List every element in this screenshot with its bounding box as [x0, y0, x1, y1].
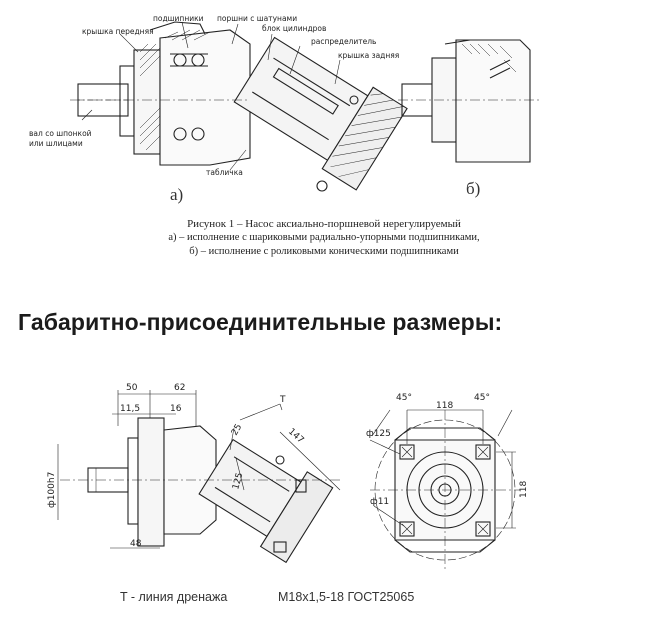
thread-spec-note: M18x1,5-18 ГОСТ25065 — [278, 590, 415, 604]
figure-caption-line3: б) – исполнение с роликовыми коническими… — [189, 246, 459, 257]
dim-100h7: ф100h7 — [47, 472, 57, 508]
label-rear-cover: крышка задняя — [338, 51, 399, 60]
dim-48: 48 — [130, 539, 142, 549]
subfig-b-label: б) — [466, 179, 480, 198]
figure-caption-line2: а) – исполнение с шариковыми радиально-у… — [168, 232, 480, 243]
dim-118-top: 118 — [436, 401, 453, 411]
label-cylinder-block: блок цилиндров — [262, 24, 326, 33]
dim-118-side: 118 — [519, 481, 529, 498]
dim-11-hole: ф11 — [370, 497, 389, 507]
label-shaft-line2: или шлицами — [29, 139, 83, 148]
dim-125: 125 — [231, 472, 245, 491]
label-pistons: поршни с шатунами — [217, 14, 297, 23]
label-bearings: подшипники — [153, 14, 204, 23]
dim-125-circle: ф125 — [366, 429, 391, 439]
pump-section-drawing: крышка передняя подшипники поршни с шату… — [29, 14, 540, 204]
dimension-drawing: 50 62 11,5 16 T 25 147 125 48 ф100h7 45°… — [47, 383, 529, 570]
label-front-cover: крышка передняя — [82, 27, 154, 36]
subfig-a-label: а) — [170, 185, 183, 204]
dim-25: 25 — [230, 423, 244, 438]
figure-caption-line1: Рисунок 1 – Насос аксиально-поршневой не… — [187, 218, 461, 230]
dim-50: 50 — [126, 383, 138, 393]
dim-angle-45-left: 45° — [396, 393, 412, 403]
dim-11-5: 11,5 — [120, 404, 140, 414]
dim-t-label: T — [279, 395, 286, 405]
dim-62: 62 — [174, 383, 185, 393]
dim-147: 147 — [286, 427, 305, 446]
label-distributor: распределитель — [311, 37, 376, 46]
dim-angle-45-right: 45° — [474, 393, 490, 403]
drain-line-note: T - линия дренажа — [120, 590, 228, 604]
label-plate: табличка — [206, 168, 243, 177]
dim-16: 16 — [170, 404, 182, 414]
label-shaft-line1: вал со шпонкой — [29, 129, 92, 138]
section-title: Габаритно-присоединительные размеры: — [18, 309, 503, 335]
